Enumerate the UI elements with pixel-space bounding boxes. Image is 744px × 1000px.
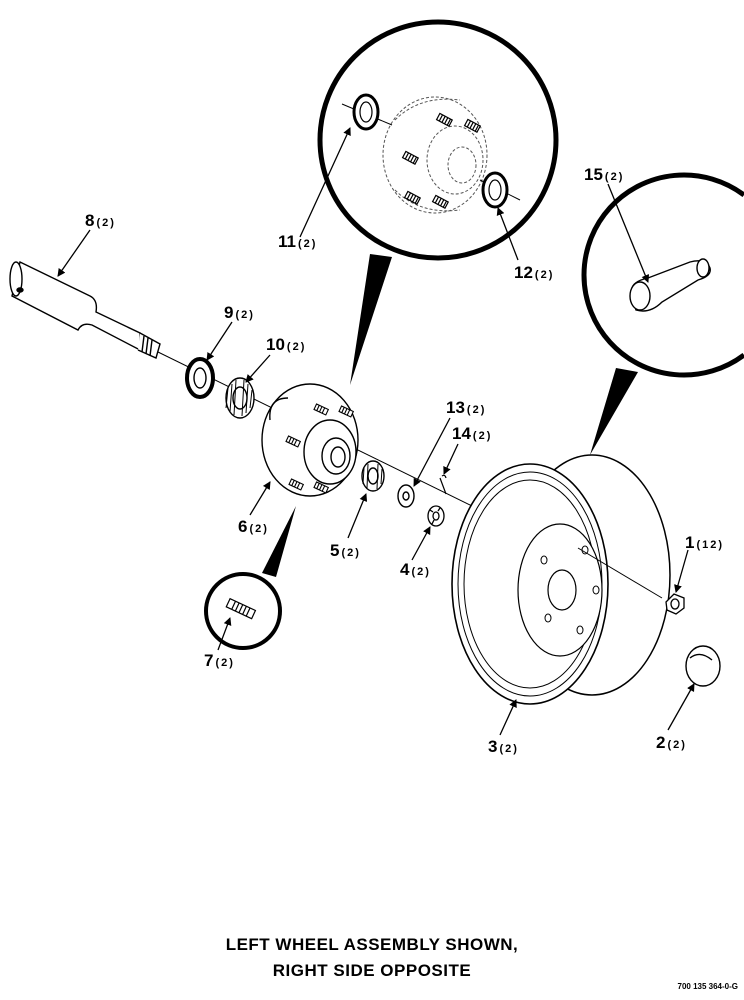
callout-2: 2(2) [656, 733, 687, 752]
hub-studs [285, 403, 355, 494]
callout-10: 10(2) [266, 335, 306, 354]
callout-9: 9(2) [224, 303, 255, 322]
callout-6: 6(2) [238, 517, 269, 536]
callout-15: 15(2) [584, 165, 624, 184]
nut-part [427, 505, 445, 527]
callout-14: 14(2) [452, 424, 492, 443]
detail-studs [401, 112, 482, 210]
drawing-number: 700 135 364-0-G [677, 982, 739, 991]
wheel-rim-part [451, 454, 671, 705]
callout-labels: 8(2) 9(2) 10(2) 11(2) 12(2) 15(2) 13(2) … [85, 165, 724, 756]
hub-detail-circle [317, 19, 559, 385]
hub-cap-part [685, 645, 721, 687]
callout-12: 12(2) [514, 263, 554, 282]
spindle-part [9, 260, 161, 359]
callout-13: 13(2) [446, 398, 486, 417]
callout-8: 8(2) [85, 211, 116, 230]
hub-part [261, 383, 359, 497]
lug-nut-part [665, 593, 685, 615]
caption-line-2: RIGHT SIDE OPPOSITE [272, 961, 472, 980]
leader-arrows [57, 127, 695, 736]
diagram-caption: LEFT WHEEL ASSEMBLY SHOWN, RIGHT SIDE OP… [0, 932, 744, 984]
stud-detail-circle [204, 506, 296, 650]
washer-part [397, 484, 415, 508]
callout-4: 4(2) [400, 560, 431, 579]
callout-1: 1(12) [685, 533, 724, 552]
seal-part [352, 93, 380, 131]
bearing-10-part [225, 377, 255, 419]
caption-line-1: LEFT WHEEL ASSEMBLY SHOWN, [225, 935, 519, 954]
callout-11: 11(2) [278, 232, 317, 251]
seal-9-part [185, 357, 215, 399]
cotter-pin-part [439, 474, 447, 495]
callout-5: 5(2) [330, 541, 361, 560]
callout-7: 7(2) [204, 651, 235, 670]
race-part [481, 171, 509, 209]
valve-stem-detail [581, 172, 744, 455]
callout-3: 3(2) [488, 737, 519, 756]
bearing-5-part [361, 460, 385, 492]
